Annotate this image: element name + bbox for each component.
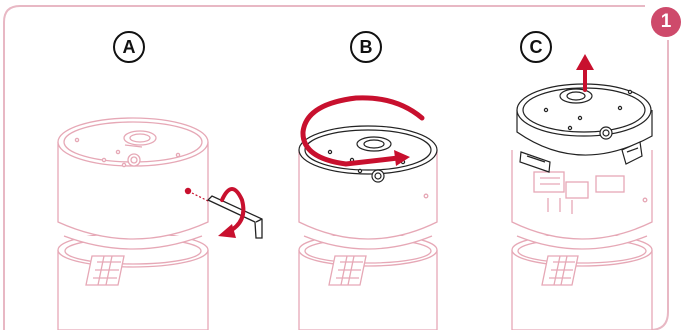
panel-a-device (57, 117, 209, 330)
panel-b-device (298, 150, 438, 330)
frame-border (3, 5, 645, 330)
twist-arrowhead (394, 150, 410, 166)
twist-arrow-icon (300, 95, 425, 167)
step-number-badge: 1 (651, 7, 681, 37)
rotate-arrowhead (218, 224, 236, 238)
lift-arrowhead (576, 54, 594, 70)
panel-label-a: A (113, 31, 145, 63)
frame-border-right (649, 40, 669, 330)
set-screw-hole (184, 187, 192, 195)
hex-key-icon (206, 195, 263, 239)
panel-c-lid (516, 83, 653, 173)
panel-c-device (511, 150, 653, 330)
rotate-arrow-icon (220, 187, 246, 234)
panel-label-b: B (350, 31, 382, 63)
panel-label-c: C (520, 31, 552, 63)
hex-key-guide-line (191, 192, 209, 202)
